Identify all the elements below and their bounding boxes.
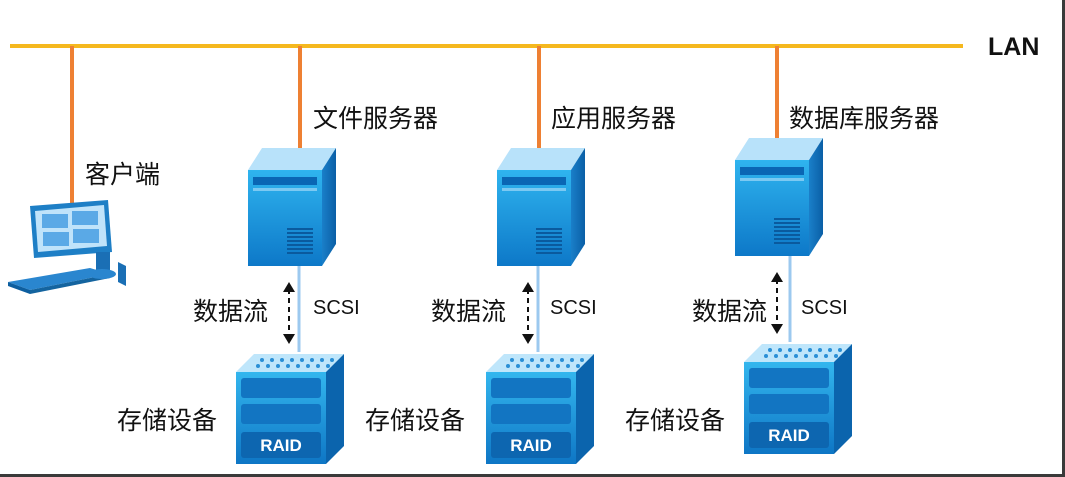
database-server-icon [735, 138, 823, 256]
storage-label: 存储设备 [625, 406, 726, 435]
server-label: 数据库服务器 [789, 104, 940, 133]
storage-label: 存储设备 [117, 406, 218, 435]
raid-storage-icon: RAID [236, 354, 344, 464]
data-flow-arrow [283, 282, 295, 344]
frame-border [1062, 0, 1065, 477]
data-flow-arrow [771, 272, 783, 334]
raid-label: RAID [768, 426, 810, 445]
data-flow-arrow [522, 282, 534, 344]
client-computer-icon [8, 200, 126, 294]
scsi-label: SCSI [550, 297, 597, 319]
data-flow-label: 数据流 [193, 297, 269, 326]
scsi-label: SCSI [313, 297, 360, 319]
lan-label: LAN [988, 33, 1040, 61]
frame-border [0, 474, 1065, 477]
raid-label: RAID [510, 436, 552, 455]
server-label: 应用服务器 [551, 104, 677, 133]
raid-label: RAID [260, 436, 302, 455]
file-server-icon [248, 148, 336, 266]
scsi-label: SCSI [801, 297, 848, 319]
raid-storage-icon: RAID [744, 344, 852, 454]
storage-label: 存储设备 [365, 406, 466, 435]
application-server-icon [497, 148, 585, 266]
data-flow-label: 数据流 [431, 297, 507, 326]
raid-storage-icon: RAID [486, 354, 594, 464]
server-label: 文件服务器 [313, 104, 439, 133]
data-flow-label: 数据流 [692, 297, 768, 326]
client-label: 客户端 [85, 160, 161, 189]
